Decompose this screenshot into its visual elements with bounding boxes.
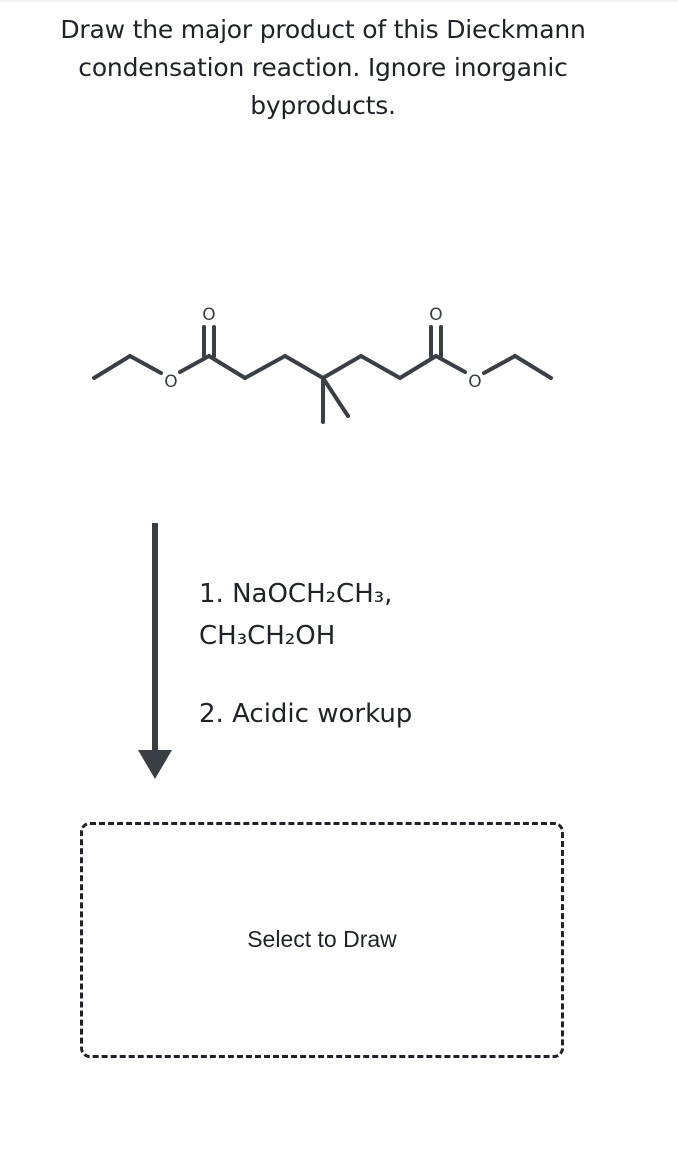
bond-chain-4: [321, 354, 363, 380]
bond-ethyl-left-2: [128, 354, 163, 375]
select-to-draw-label: Select to Draw: [247, 925, 397, 952]
condition-step2: 2. Acidic workup: [199, 699, 413, 729]
reaction-conditions: 1. NaOCH₂CH₃, CH₃CH₂OH 2. Acidic workup: [199, 573, 412, 735]
bond-methyl-2: [321, 376, 350, 418]
condition-step1-line2: CH₃CH₂OH: [199, 621, 336, 651]
condition-step1-line1: 1. NaOCH₂CH₃,: [199, 579, 393, 609]
bond-chain-2: [243, 354, 287, 380]
atom-o-ester-left: O: [164, 372, 177, 392]
atom-o-carbonyl-right: O: [429, 305, 442, 325]
reaction-arrow: [138, 523, 172, 779]
bond-chain-1: [207, 354, 247, 380]
reactant-molecule: O O O O: [92, 305, 553, 424]
question-text: Draw the major product of this Dieckmann…: [60, 15, 586, 120]
arrow-head: [138, 750, 172, 779]
atom-o-ester-right: O: [468, 372, 481, 392]
atom-o-carbonyl-left: O: [202, 305, 215, 325]
bond-ethyl-left-1: [92, 354, 132, 380]
bond-chain-6: [398, 354, 438, 380]
bond-ester-o-right: [434, 354, 467, 374]
bond-chain-5: [359, 354, 402, 380]
bond-ester-o-left: [178, 354, 211, 374]
bond-ethyl-right-1: [482, 354, 517, 375]
bond-ethyl-right-2: [513, 354, 553, 380]
top-divider: [0, 0, 678, 2]
draw-answer-area[interactable]: Select to Draw: [80, 822, 564, 1058]
bond-chain-3: [283, 354, 325, 380]
